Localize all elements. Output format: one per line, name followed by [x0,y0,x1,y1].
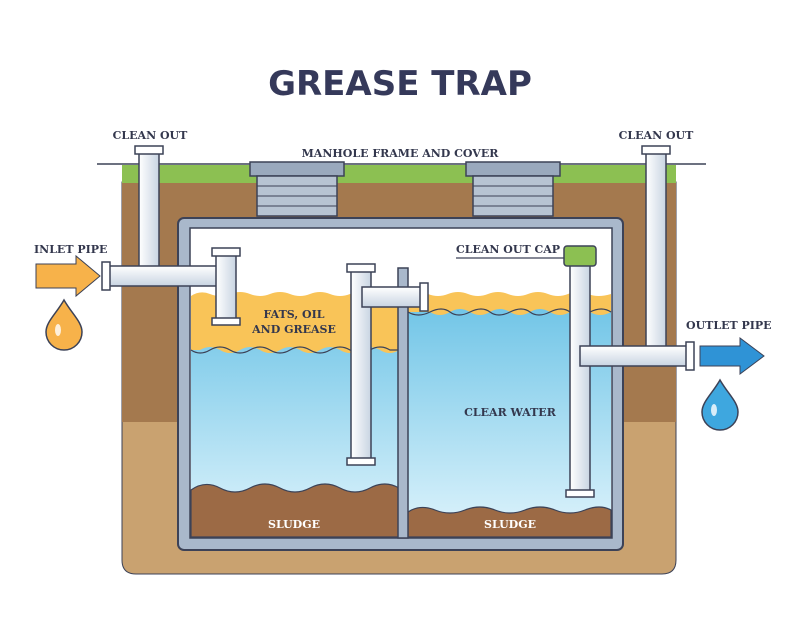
grease-layer [191,292,399,353]
inlet-pipe [101,145,241,326]
label-fog-line2: AND GREASE [251,323,336,336]
sludge-layer-left [190,483,400,538]
sludge-layer-right [407,506,612,538]
outlet-pipe [563,145,695,498]
outlet-arrow-icon [699,337,765,375]
label-inlet-pipe: INLET PIPE [34,243,107,256]
label-fog-line1: FATS, OIL [264,308,325,321]
transfer-pipe [346,263,429,466]
grass-layer [122,165,676,183]
diagram-title: GREASE TRAP [268,64,532,104]
label-outlet-pipe: OUTLET PIPE [686,319,772,332]
label-manhole: MANHOLE FRAME AND COVER [302,147,500,160]
label-clean-out-cap: CLEAN OUT CAP [456,243,560,256]
label-clear-water: CLEAR WATER [464,406,557,419]
tank [177,217,624,551]
oil-drop-icon [45,298,83,351]
clean-out-cap [563,245,597,267]
manhole-left [249,161,345,217]
label-sludge-left: SLUDGE [268,518,320,531]
label-clean-out-left: CLEAN OUT [113,129,188,142]
inlet-arrow-icon [35,254,101,298]
label-clean-out-right: CLEAN OUT [619,129,694,142]
label-sludge-right: SLUDGE [484,518,536,531]
water-drop-icon [701,378,739,431]
manhole-right [465,161,561,217]
baffle-wall [397,267,409,539]
